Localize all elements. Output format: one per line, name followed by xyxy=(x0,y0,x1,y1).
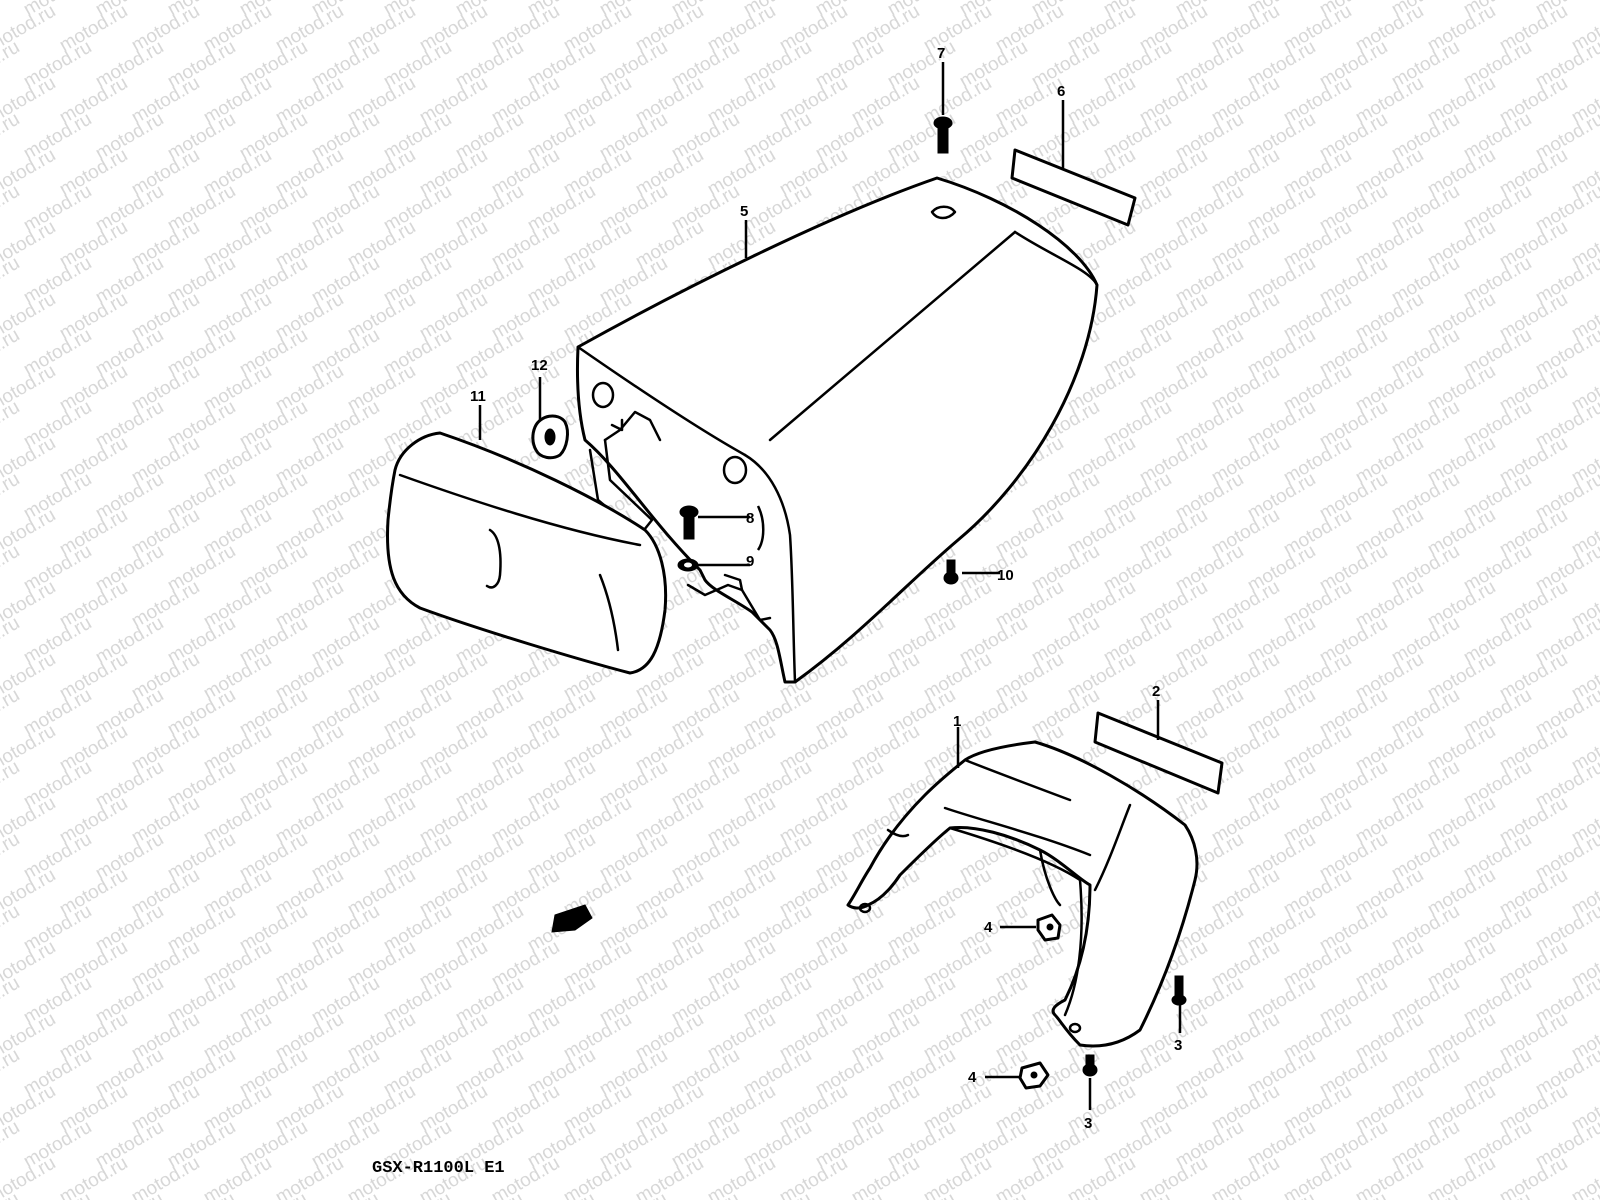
watermark-text: motod.ru xyxy=(272,1153,347,1200)
callout-8: 8 xyxy=(746,510,754,527)
watermark-text: motod.ru xyxy=(0,541,23,597)
watermark-text: motod.ru xyxy=(0,829,23,885)
watermark-text: motod.ru xyxy=(0,325,23,381)
callout-4-lower: 4 xyxy=(968,1069,977,1086)
watermark-text: motod.ru xyxy=(560,1153,635,1200)
watermark-text: motod.ru xyxy=(200,1153,275,1200)
watermark-text: motod.ru xyxy=(920,1153,995,1200)
callout-5: 5 xyxy=(740,203,748,220)
watermark-text: motod.ru xyxy=(128,1153,203,1200)
loose-clip-fragment xyxy=(551,904,593,933)
watermark-text: motod.ru xyxy=(776,1153,851,1200)
watermark-text: motod.ru xyxy=(0,253,23,309)
watermark-text: motod.ru xyxy=(0,613,23,669)
watermark-text: motod.ru xyxy=(0,757,23,813)
callout-2: 2 xyxy=(1152,683,1160,700)
callout-12: 12 xyxy=(531,357,548,374)
watermark-text: motod.ru xyxy=(1064,1153,1139,1200)
watermark-text: motod.ru xyxy=(1136,1153,1211,1200)
watermark-text: motod.ru xyxy=(56,1153,131,1200)
callout-3-lower: 3 xyxy=(1084,1115,1092,1132)
watermark-text: motod.ru xyxy=(1280,1153,1355,1200)
callout-3-right: 3 xyxy=(1174,1037,1182,1054)
watermark-text: motod.ru xyxy=(632,1153,707,1200)
callout-7: 7 xyxy=(937,45,945,62)
watermark-text: motod.ru xyxy=(0,181,23,237)
callout-10: 10 xyxy=(997,567,1014,584)
callout-4-upper: 4 xyxy=(984,919,993,936)
callout-9: 9 xyxy=(746,553,754,570)
watermark-text: motod.ru xyxy=(1352,1153,1427,1200)
watermark-text: motod.ru xyxy=(0,37,23,93)
watermark-text: motod.ru xyxy=(1496,1153,1571,1200)
watermark-text: motod.ru xyxy=(0,469,23,525)
watermark-text: motod.ru xyxy=(0,1117,23,1173)
watermark-text: motod.ru xyxy=(0,973,23,1029)
watermark-text: motod.ru xyxy=(1208,1153,1283,1200)
callout-1: 1 xyxy=(953,713,961,730)
grommet-part xyxy=(531,414,569,460)
watermark-text: motod.ru xyxy=(848,1153,923,1200)
model-label: GSX-R1100L E1 xyxy=(372,1159,505,1178)
washer-9-part xyxy=(677,558,699,572)
watermark-text: motod.ru xyxy=(0,109,23,165)
watermark-text: motod.ru xyxy=(0,685,23,741)
callout-6: 6 xyxy=(1057,83,1065,100)
clip-4-upper-part xyxy=(1036,913,1062,942)
watermark-text: motod.ru xyxy=(1424,1153,1499,1200)
watermark-text: motod.ru xyxy=(0,397,23,453)
watermark-text: motod.ru xyxy=(0,1045,23,1101)
watermark-text: motod.ru xyxy=(704,1153,779,1200)
callout-11: 11 xyxy=(470,388,486,405)
watermark-text: motod.ru xyxy=(0,901,23,957)
watermark-text: motod.ru xyxy=(992,1153,1067,1200)
